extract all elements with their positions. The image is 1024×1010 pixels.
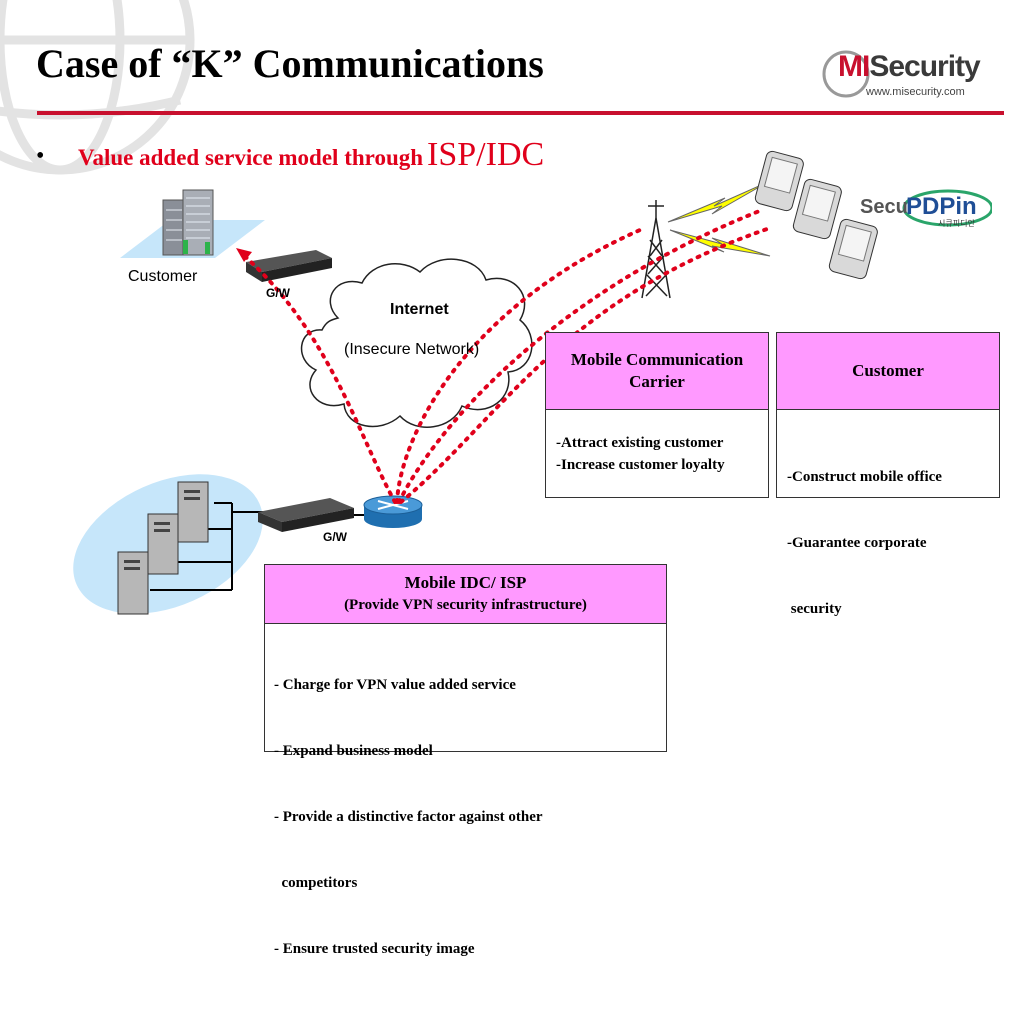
- internet-subtitle: (Insecure Network): [344, 341, 480, 358]
- internet-cloud-icon: [300, 258, 533, 428]
- customer-box-header: Customer: [777, 333, 999, 410]
- customer-box-title: Customer: [852, 361, 924, 380]
- bullet-marker: •: [36, 143, 45, 169]
- carrier-box-header: Mobile Communication Carrier: [546, 333, 768, 410]
- logo-brand-prefix: MI: [838, 50, 870, 83]
- server-icon: [117, 551, 149, 615]
- secure-connection-paths: [238, 208, 772, 504]
- idc-box: Mobile IDC/ ISP (Provide VPN security in…: [264, 564, 667, 957]
- list-item: -Construct mobile office: [787, 469, 942, 485]
- logo-url: www.misecurity.com: [866, 86, 965, 98]
- arrow-head-icon: [236, 248, 252, 262]
- gw-bottom-label: G/W: [323, 530, 347, 544]
- list-item: -Guarantee corporate: [787, 535, 927, 551]
- customer-box-body: -Construct mobile office -Guarantee corp…: [777, 410, 999, 670]
- wireless-signal-icon: [667, 181, 769, 223]
- misecurity-logo-icon: [822, 50, 870, 98]
- idc-box-subtitle: (Provide VPN security infrastructure): [344, 597, 587, 613]
- idc-box-body: - Charge for VPN value added service - E…: [265, 624, 666, 1010]
- network-diagram: [73, 150, 878, 615]
- carrier-box: Mobile Communication Carrier -Attract ex…: [545, 332, 769, 498]
- list-item: -Increase customer loyalty: [556, 457, 725, 473]
- subtitle-text: Value added service model through: [78, 145, 424, 170]
- carrier-title-line1: Mobile Communication: [570, 350, 744, 369]
- secupdpin-logo-icon: Secu PDPin 시큐피디안: [860, 189, 992, 228]
- customer-box: Customer -Construct mobile office -Guara…: [776, 332, 1000, 617]
- list-item: - Ensure trusted security image: [274, 941, 475, 957]
- list-item: - Expand business model: [274, 743, 433, 759]
- carrier-box-body: -Attract existing customer -Increase cus…: [546, 410, 768, 482]
- customer-label: Customer: [128, 268, 198, 285]
- idc-box-header: Mobile IDC/ ISP (Provide VPN security in…: [265, 565, 666, 624]
- pda-device-icon: [828, 218, 878, 280]
- gateway-device-bottom-icon: [258, 498, 354, 532]
- pda-device-icon: [754, 150, 804, 212]
- svg-text:시큐피디안: 시큐피디안: [938, 218, 975, 228]
- gateway-device-top-icon: [246, 250, 332, 282]
- idc-box-title: Mobile IDC/ ISP: [404, 573, 527, 592]
- server-icon: [147, 513, 179, 575]
- carrier-title-line2: Carrier: [629, 372, 685, 391]
- svg-text:Secu: Secu: [860, 196, 908, 218]
- subtitle-emphasis: ISP/IDC: [427, 136, 545, 173]
- title-divider: [37, 111, 1004, 115]
- logo-brand-suffix: Security: [869, 50, 980, 83]
- pda-device-icon: [792, 178, 842, 240]
- cell-tower-icon: [641, 200, 671, 299]
- list-item: -Attract existing customer: [556, 435, 724, 451]
- svg-text:PDPin: PDPin: [906, 193, 977, 220]
- list-item: security: [787, 601, 842, 617]
- list-item: competitors: [274, 875, 358, 891]
- router-icon: [363, 495, 423, 528]
- server-icon: [177, 481, 209, 543]
- list-item: - Provide a distinctive factor against o…: [274, 809, 543, 825]
- logo-brand: MISecurity: [838, 50, 981, 84]
- page-title: Case of “K” Communications: [36, 41, 544, 86]
- wireless-signal-icon: [669, 229, 771, 257]
- globe-watermark-icon: [0, 0, 195, 175]
- gw-top-label: G/W: [266, 286, 290, 300]
- subtitle: Value added service model through ISP/ID…: [78, 136, 544, 174]
- list-item: - Charge for VPN value added service: [274, 677, 516, 693]
- internet-title: Internet: [390, 301, 449, 318]
- office-building-icon: [120, 189, 265, 258]
